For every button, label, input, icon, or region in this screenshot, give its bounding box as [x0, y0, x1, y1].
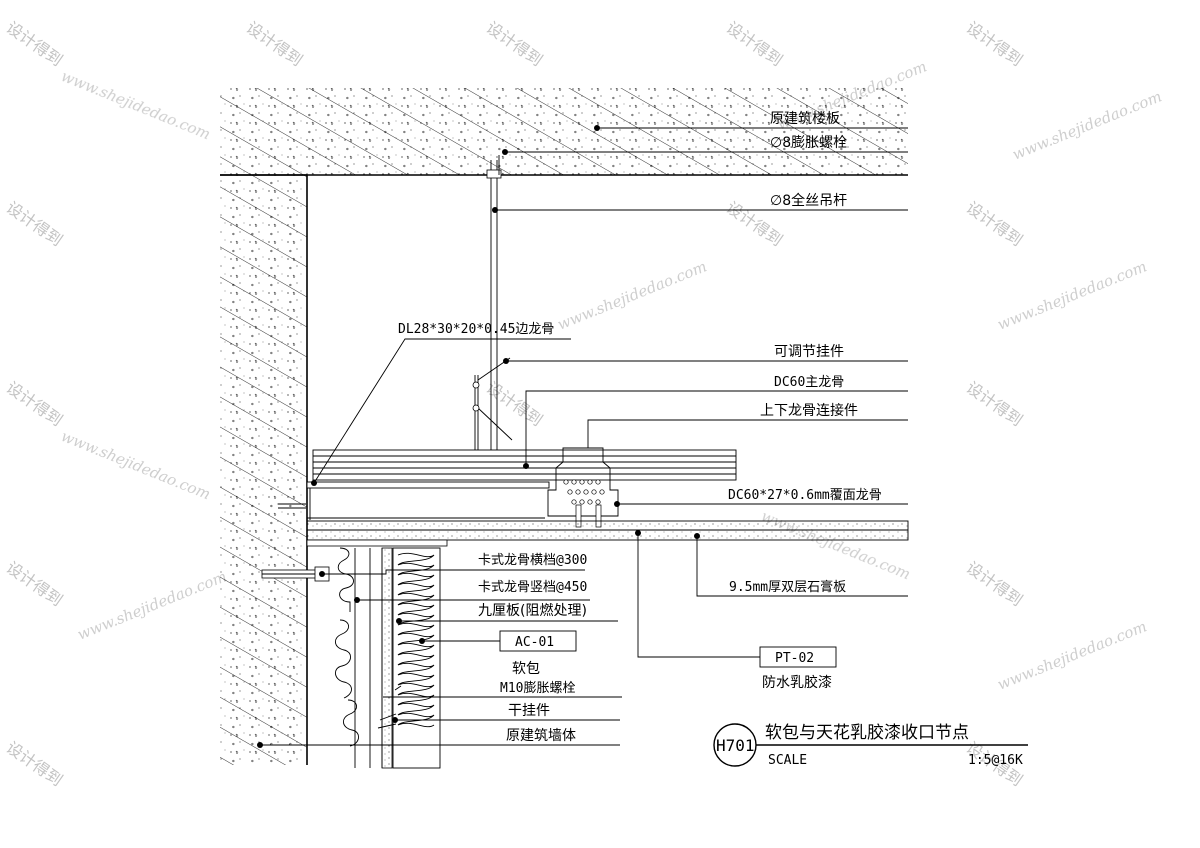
leader-lines [260, 127, 908, 746]
watermark-text: 设计得到 [3, 198, 66, 250]
label-rod: ∅8全丝吊杆 [770, 192, 847, 209]
label-bolt8: ∅8膨胀螺栓 [770, 134, 847, 151]
scale-value: 1:5@16K [968, 753, 1023, 768]
watermark-url: www.shejidedao.com [555, 257, 710, 333]
plywood [381, 547, 393, 769]
callout-labels: 原建筑楼板 ∅8膨胀螺栓 ∅8全丝吊杆 DL28*30*20*0.45边龙骨 可… [398, 111, 882, 744]
concrete-wall [220, 174, 308, 765]
adjustable-hanger [472, 357, 513, 450]
drawing-title: 软包与天花乳胶漆收口节点 [765, 723, 969, 743]
watermark-text: 设计得到 [483, 378, 546, 430]
watermark-text: 设计得到 [3, 18, 66, 70]
hanger-rod [486, 155, 502, 450]
label-card-h: 卡式龙骨横档@300 [478, 553, 587, 568]
concrete-slab [220, 88, 908, 176]
drawing-code: H701 [716, 736, 755, 755]
edge-keel [306, 481, 550, 520]
watermark-text: 设计得到 [963, 18, 1026, 70]
watermark-url: www.shejidedao.com [59, 427, 214, 503]
label-dry: 干挂件 [508, 703, 550, 719]
label-connector: 上下龙骨连接件 [760, 402, 858, 419]
watermark-url: www.shejidedao.com [1010, 87, 1165, 163]
label-paint: 防水乳胶漆 [762, 674, 832, 691]
label-gypsum: 9.5mm厚双层石膏板 [729, 579, 846, 595]
watermark-text: 设计得到 [723, 18, 786, 70]
label-plywood: 九厘板(阻燃处理) [478, 602, 587, 619]
label-wall: 原建筑墙体 [506, 728, 576, 744]
label-card-v: 卡式龙骨竖档@450 [478, 580, 587, 595]
watermark-text: 设计得到 [963, 378, 1026, 430]
scale-label: SCALE [768, 753, 807, 768]
watermark-url: www.shejidedao.com [759, 507, 914, 583]
title-block: H701 软包与天花乳胶漆收口节点 SCALE 1:5@16K [713, 723, 1028, 768]
watermark-text: 设计得到 [3, 558, 66, 610]
label-edge-keel: DL28*30*20*0.45边龙骨 [398, 322, 554, 337]
label-cover-keel: DC60*27*0.6mm覆面龙骨 [728, 488, 882, 503]
gypsum-board [306, 520, 909, 547]
watermark-text: 设计得到 [963, 198, 1026, 250]
main-keel [312, 449, 737, 481]
label-slab: 原建筑楼板 [770, 111, 840, 127]
watermark-url: www.shejidedao.com [995, 617, 1150, 693]
label-main-keel: DC60主龙骨 [774, 375, 844, 390]
tag-pt02: PT-02 [775, 651, 814, 666]
label-soft: 软包 [512, 661, 540, 677]
watermark-text: 设计得到 [963, 558, 1026, 610]
watermark-text: 设计得到 [483, 18, 546, 70]
label-m10: M10膨胀螺栓 [500, 681, 575, 696]
card-keel [335, 547, 383, 768]
label-hanger: 可调节挂件 [774, 344, 844, 360]
watermark-text: 设计得到 [3, 378, 66, 430]
watermark-url: www.shejidedao.com [59, 67, 214, 143]
watermark-text: 设计得到 [243, 18, 306, 70]
tag-ac01: AC-01 [515, 635, 554, 650]
tag-ac01-box [499, 630, 577, 652]
tag-pt02-box [759, 646, 837, 668]
watermark-text: 设计得到 [3, 738, 66, 790]
leader-dots [257, 125, 700, 748]
cover-keel-profile [547, 447, 619, 528]
watermark-url: www.shejidedao.com [995, 257, 1150, 333]
watermark-url: www.shejidedao.com [75, 567, 230, 643]
